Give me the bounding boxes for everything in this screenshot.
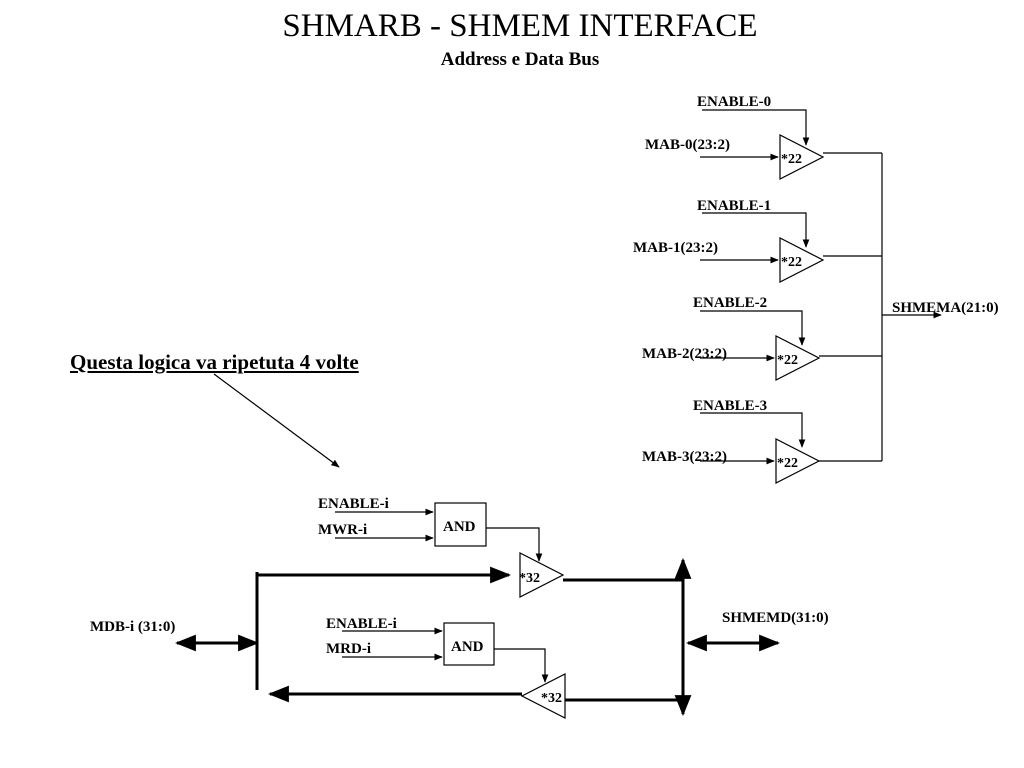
buffer-0-width: *22: [781, 152, 802, 167]
write-and-label: AND: [443, 519, 476, 535]
enable-1-label: ENABLE-1: [697, 198, 771, 214]
read-tristate-buffer: [520, 673, 566, 719]
write-control: ENABLE-i MWR-i AND: [318, 496, 543, 562]
address-buffer-0: ENABLE-0 MAB-0(23:2) *22: [645, 94, 882, 180]
buffer-1-width: *22: [781, 255, 802, 270]
tristate-buffer-0: [779, 134, 825, 180]
buffer-2-width: *22: [777, 353, 798, 368]
buffer-3-width: *22: [777, 456, 798, 471]
enable-0-label: ENABLE-0: [697, 94, 771, 110]
shmemd-label: SHMEMD(31:0): [722, 610, 829, 626]
tristate-buffer-1: [779, 237, 825, 283]
enable-3-line: [700, 412, 806, 448]
shmema-label: SHMEMA(21:0): [892, 300, 999, 316]
write-buffer-width: *32: [519, 571, 540, 586]
read-gate-output: [494, 648, 549, 683]
mab-2-label: MAB-2(23:2): [642, 346, 727, 362]
enable-2-label: ENABLE-2: [693, 295, 767, 311]
enable-1-line: [702, 212, 810, 248]
enable-0-line: [702, 109, 810, 146]
read-enable-label: ENABLE-i: [326, 616, 397, 632]
mab-1-label: MAB-1(23:2): [633, 240, 718, 256]
write-tristate-buffer: [519, 552, 565, 598]
write-and-gate: [434, 502, 487, 547]
read-control: ENABLE-i MRD-i AND: [326, 616, 549, 683]
mab-0-label: MAB-0(23:2): [645, 137, 730, 153]
write-enable-label: ENABLE-i: [318, 496, 389, 512]
diagram-title: SHMARB - SHMEM INTERFACE: [282, 8, 758, 44]
tristate-buffer-2: [775, 335, 821, 381]
address-buffer-2: ENABLE-2 MAB-2(23:2) *22: [642, 295, 882, 381]
address-buffer-1: ENABLE-1 MAB-1(23:2) *22: [633, 198, 882, 283]
mdb-label: MDB-i (31:0): [90, 619, 175, 635]
repeat-note: Questa logica va ripetuta 4 volte: [70, 350, 359, 374]
read-buffer-width: *32: [541, 691, 562, 706]
diagram-subtitle: Address e Data Bus: [440, 49, 600, 70]
write-gate-output: [486, 527, 543, 562]
address-buffer-3: ENABLE-3 MAB-3(23:2) *22: [642, 398, 882, 484]
tristate-buffer-3: [775, 438, 821, 484]
read-and-label: AND: [451, 639, 484, 655]
mwr-label: MWR-i: [318, 522, 367, 538]
enable-3-label: ENABLE-3: [693, 398, 767, 414]
note-pointer-arrow: [213, 373, 340, 468]
read-and-gate: [443, 622, 495, 666]
mab-3-label: MAB-3(23:2): [642, 449, 727, 465]
enable-2-line: [700, 310, 806, 346]
mrd-label: MRD-i: [326, 641, 371, 657]
